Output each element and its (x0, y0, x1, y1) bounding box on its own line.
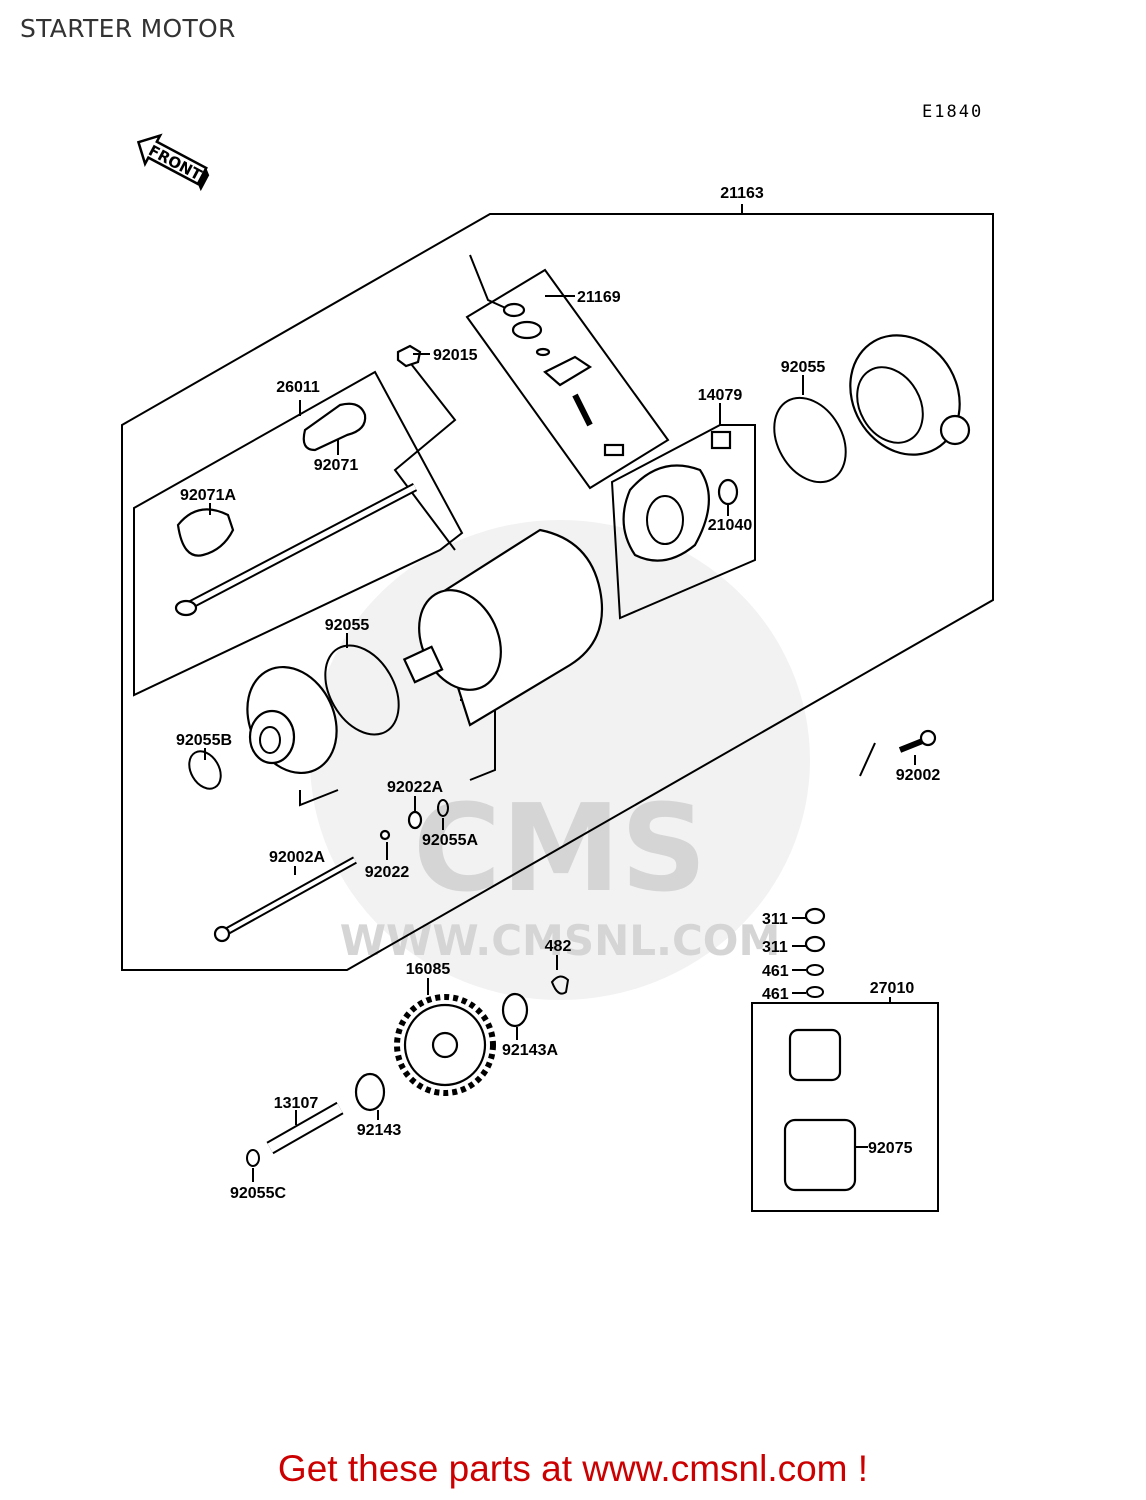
subassembly-box-26011 (133, 370, 464, 697)
callout-21040[interactable]: 21040 (708, 517, 753, 534)
brush-plate-14079 (622, 430, 739, 562)
shaft-13107 (266, 1101, 344, 1155)
nut-92015 (396, 344, 422, 368)
callout-92143[interactable]: 92143 (357, 1122, 402, 1139)
o-ring-92055-mid (324, 644, 400, 736)
callout-92002A[interactable]: 92002A (269, 849, 325, 866)
washer-92022 (379, 829, 391, 841)
callout-92143A[interactable]: 92143A (502, 1042, 558, 1059)
callout-92055-top[interactable]: 92055 (781, 359, 826, 376)
washer-92022A (407, 810, 423, 830)
watermark-url: WWW.CMSNL.COM (340, 916, 781, 965)
bolt-92002 (898, 729, 937, 753)
callout-92075[interactable]: 92075 (868, 1140, 913, 1157)
front-label: FRONT (146, 141, 206, 184)
callout-311-a[interactable]: 311 (762, 911, 788, 928)
callout-21169[interactable]: 21169 (577, 289, 621, 306)
callout-92055C[interactable]: 92055C (230, 1185, 286, 1202)
callout-92022[interactable]: 92022 (365, 864, 410, 881)
bushing-92143 (354, 1072, 386, 1112)
bushing-92143A (501, 992, 529, 1028)
o-ring-92055B (188, 750, 222, 790)
subassembly-box-27010 (751, 1002, 939, 1212)
callout-27010[interactable]: 27010 (870, 980, 915, 997)
front-arrow-icon: FRONT (136, 133, 210, 192)
callout-461-a[interactable]: 461 (762, 963, 789, 980)
callout-92055-mid[interactable]: 92055 (325, 617, 370, 634)
o-ring-92055C (246, 1149, 260, 1167)
front-cover (246, 665, 338, 775)
starter-idle-gear-16085 (394, 994, 496, 1096)
callout-26011[interactable]: 26011 (276, 379, 320, 396)
callout-14079[interactable]: 14079 (698, 387, 743, 404)
diagram-code: E1840 (922, 102, 983, 122)
end-cover-right (849, 334, 971, 456)
page-title: STARTER MOTOR (20, 14, 236, 43)
o-ring-92055A (437, 799, 449, 817)
callout-92055B[interactable]: 92055B (176, 732, 232, 749)
callout-482[interactable]: 482 (545, 938, 572, 955)
callout-461-b[interactable]: 461 (762, 986, 789, 1003)
starter-relay-27010 (783, 1028, 868, 1192)
callout-92055A[interactable]: 92055A (422, 832, 478, 849)
callout-92002[interactable]: 92002 (896, 767, 941, 784)
terminal-set-21169 (502, 302, 625, 457)
cable-boot-92071A (176, 508, 235, 557)
callout-92071A[interactable]: 92071A (180, 487, 236, 504)
callout-92071[interactable]: 92071 (314, 457, 359, 474)
callout-labels: 21163 21169 92015 26011 92071 92071A 920… (176, 185, 940, 1202)
footer-link[interactable]: Get these parts at www.cmsnl.com ! (277, 1448, 869, 1489)
parts-diagram: CMS WWW.CMSNL.COM E1840 FRONT (121, 102, 994, 1212)
terminal-cover-92071 (302, 402, 367, 452)
motor-body (402, 528, 604, 727)
starter-cable-26011 (174, 483, 418, 617)
o-ring-92055-top (773, 396, 847, 484)
callout-92015[interactable]: 92015 (433, 347, 478, 364)
circlip-482 (550, 975, 570, 995)
leader-lines (204, 353, 916, 1182)
callout-311-b[interactable]: 311 (762, 939, 788, 956)
callout-13107[interactable]: 13107 (274, 1095, 319, 1112)
assembly-outline-21163 (121, 213, 994, 971)
callout-16085[interactable]: 16085 (406, 961, 451, 978)
callout-21163[interactable]: 21163 (720, 185, 764, 202)
watermark-brand: CMS (413, 780, 707, 919)
long-bolt-92002A (213, 856, 357, 943)
small-hardware (792, 907, 826, 998)
callout-92022A[interactable]: 92022A (387, 779, 443, 796)
subassembly-box-14079 (610, 424, 756, 620)
subassembly-box-21169 (465, 268, 670, 490)
